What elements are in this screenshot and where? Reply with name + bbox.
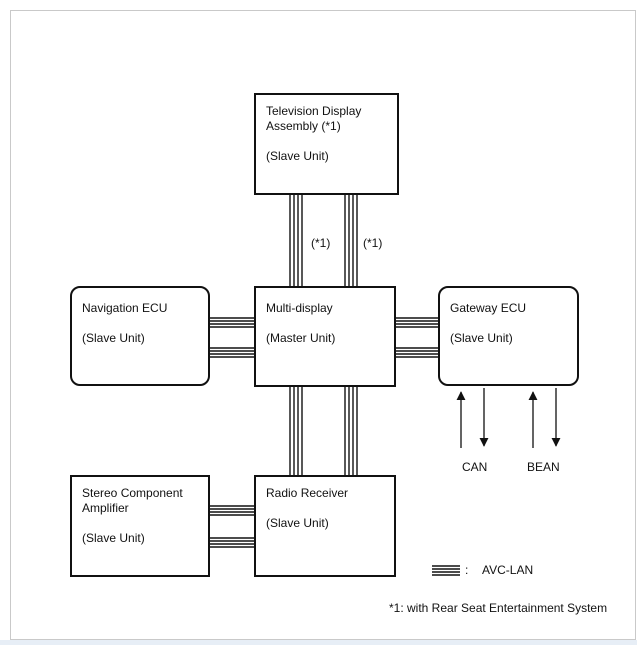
node-gateway-ecu-role: (Slave Unit)	[450, 331, 513, 345]
link-label-tv-left: (*1)	[311, 236, 331, 250]
legend-label: AVC-LAN	[482, 563, 534, 577]
node-gateway-ecu-title: Gateway ECU	[450, 301, 527, 315]
avc-lan-link-stereo-upper	[209, 505, 255, 516]
bus-label-can: CAN	[462, 460, 488, 474]
node-navigation-ecu-title: Navigation ECU	[82, 301, 168, 315]
node-stereo-amplifier-title-1: Stereo Component	[82, 486, 183, 500]
footnote: *1: with Rear Seat Entertainment System	[389, 601, 608, 615]
node-stereo-amplifier: Stereo Component Amplifier (Slave Unit)	[70, 475, 210, 577]
node-multi-display-role: (Master Unit)	[266, 331, 336, 345]
node-stereo-amplifier-role: (Slave Unit)	[82, 531, 145, 545]
avc-lan-link-nav-upper	[209, 317, 255, 328]
node-television-display: Television Display Assembly (*1) (Slave …	[254, 93, 399, 195]
node-navigation-ecu-role: (Slave Unit)	[82, 331, 145, 345]
avc-lan-link-radio-right	[344, 386, 358, 476]
avc-lan-link-radio-left	[289, 386, 303, 476]
node-television-display-title-2: Assembly (*1)	[266, 119, 341, 133]
node-navigation-ecu: Navigation ECU (Slave Unit)	[70, 286, 210, 386]
avc-lan-link-stereo-lower	[209, 537, 255, 548]
node-television-display-title-1: Television Display	[266, 104, 362, 118]
node-gateway-ecu: Gateway ECU (Slave Unit)	[438, 286, 579, 386]
node-television-display-role: (Slave Unit)	[266, 149, 329, 163]
avc-lan-link-tv-right	[344, 195, 358, 286]
node-stereo-amplifier-title-2: Amplifier	[82, 501, 129, 515]
node-multi-display: Multi-display (Master Unit)	[254, 286, 396, 387]
node-radio-receiver-title: Radio Receiver	[266, 486, 349, 500]
node-radio-receiver-role: (Slave Unit)	[266, 516, 329, 530]
node-radio-receiver: Radio Receiver (Slave Unit)	[254, 475, 396, 577]
bus-label-bean: BEAN	[527, 460, 560, 474]
avc-lan-link-nav-lower	[209, 347, 255, 358]
avc-lan-link-tv-left	[289, 195, 303, 286]
node-multi-display-title: Multi-display	[266, 301, 333, 315]
legend-separator: :	[465, 563, 469, 577]
legend-line-icon	[432, 565, 460, 576]
avc-lan-link-gateway-upper	[395, 317, 439, 328]
link-label-tv-right: (*1)	[363, 236, 383, 250]
avc-lan-link-gateway-lower	[395, 347, 439, 358]
bottom-strip	[0, 640, 637, 645]
